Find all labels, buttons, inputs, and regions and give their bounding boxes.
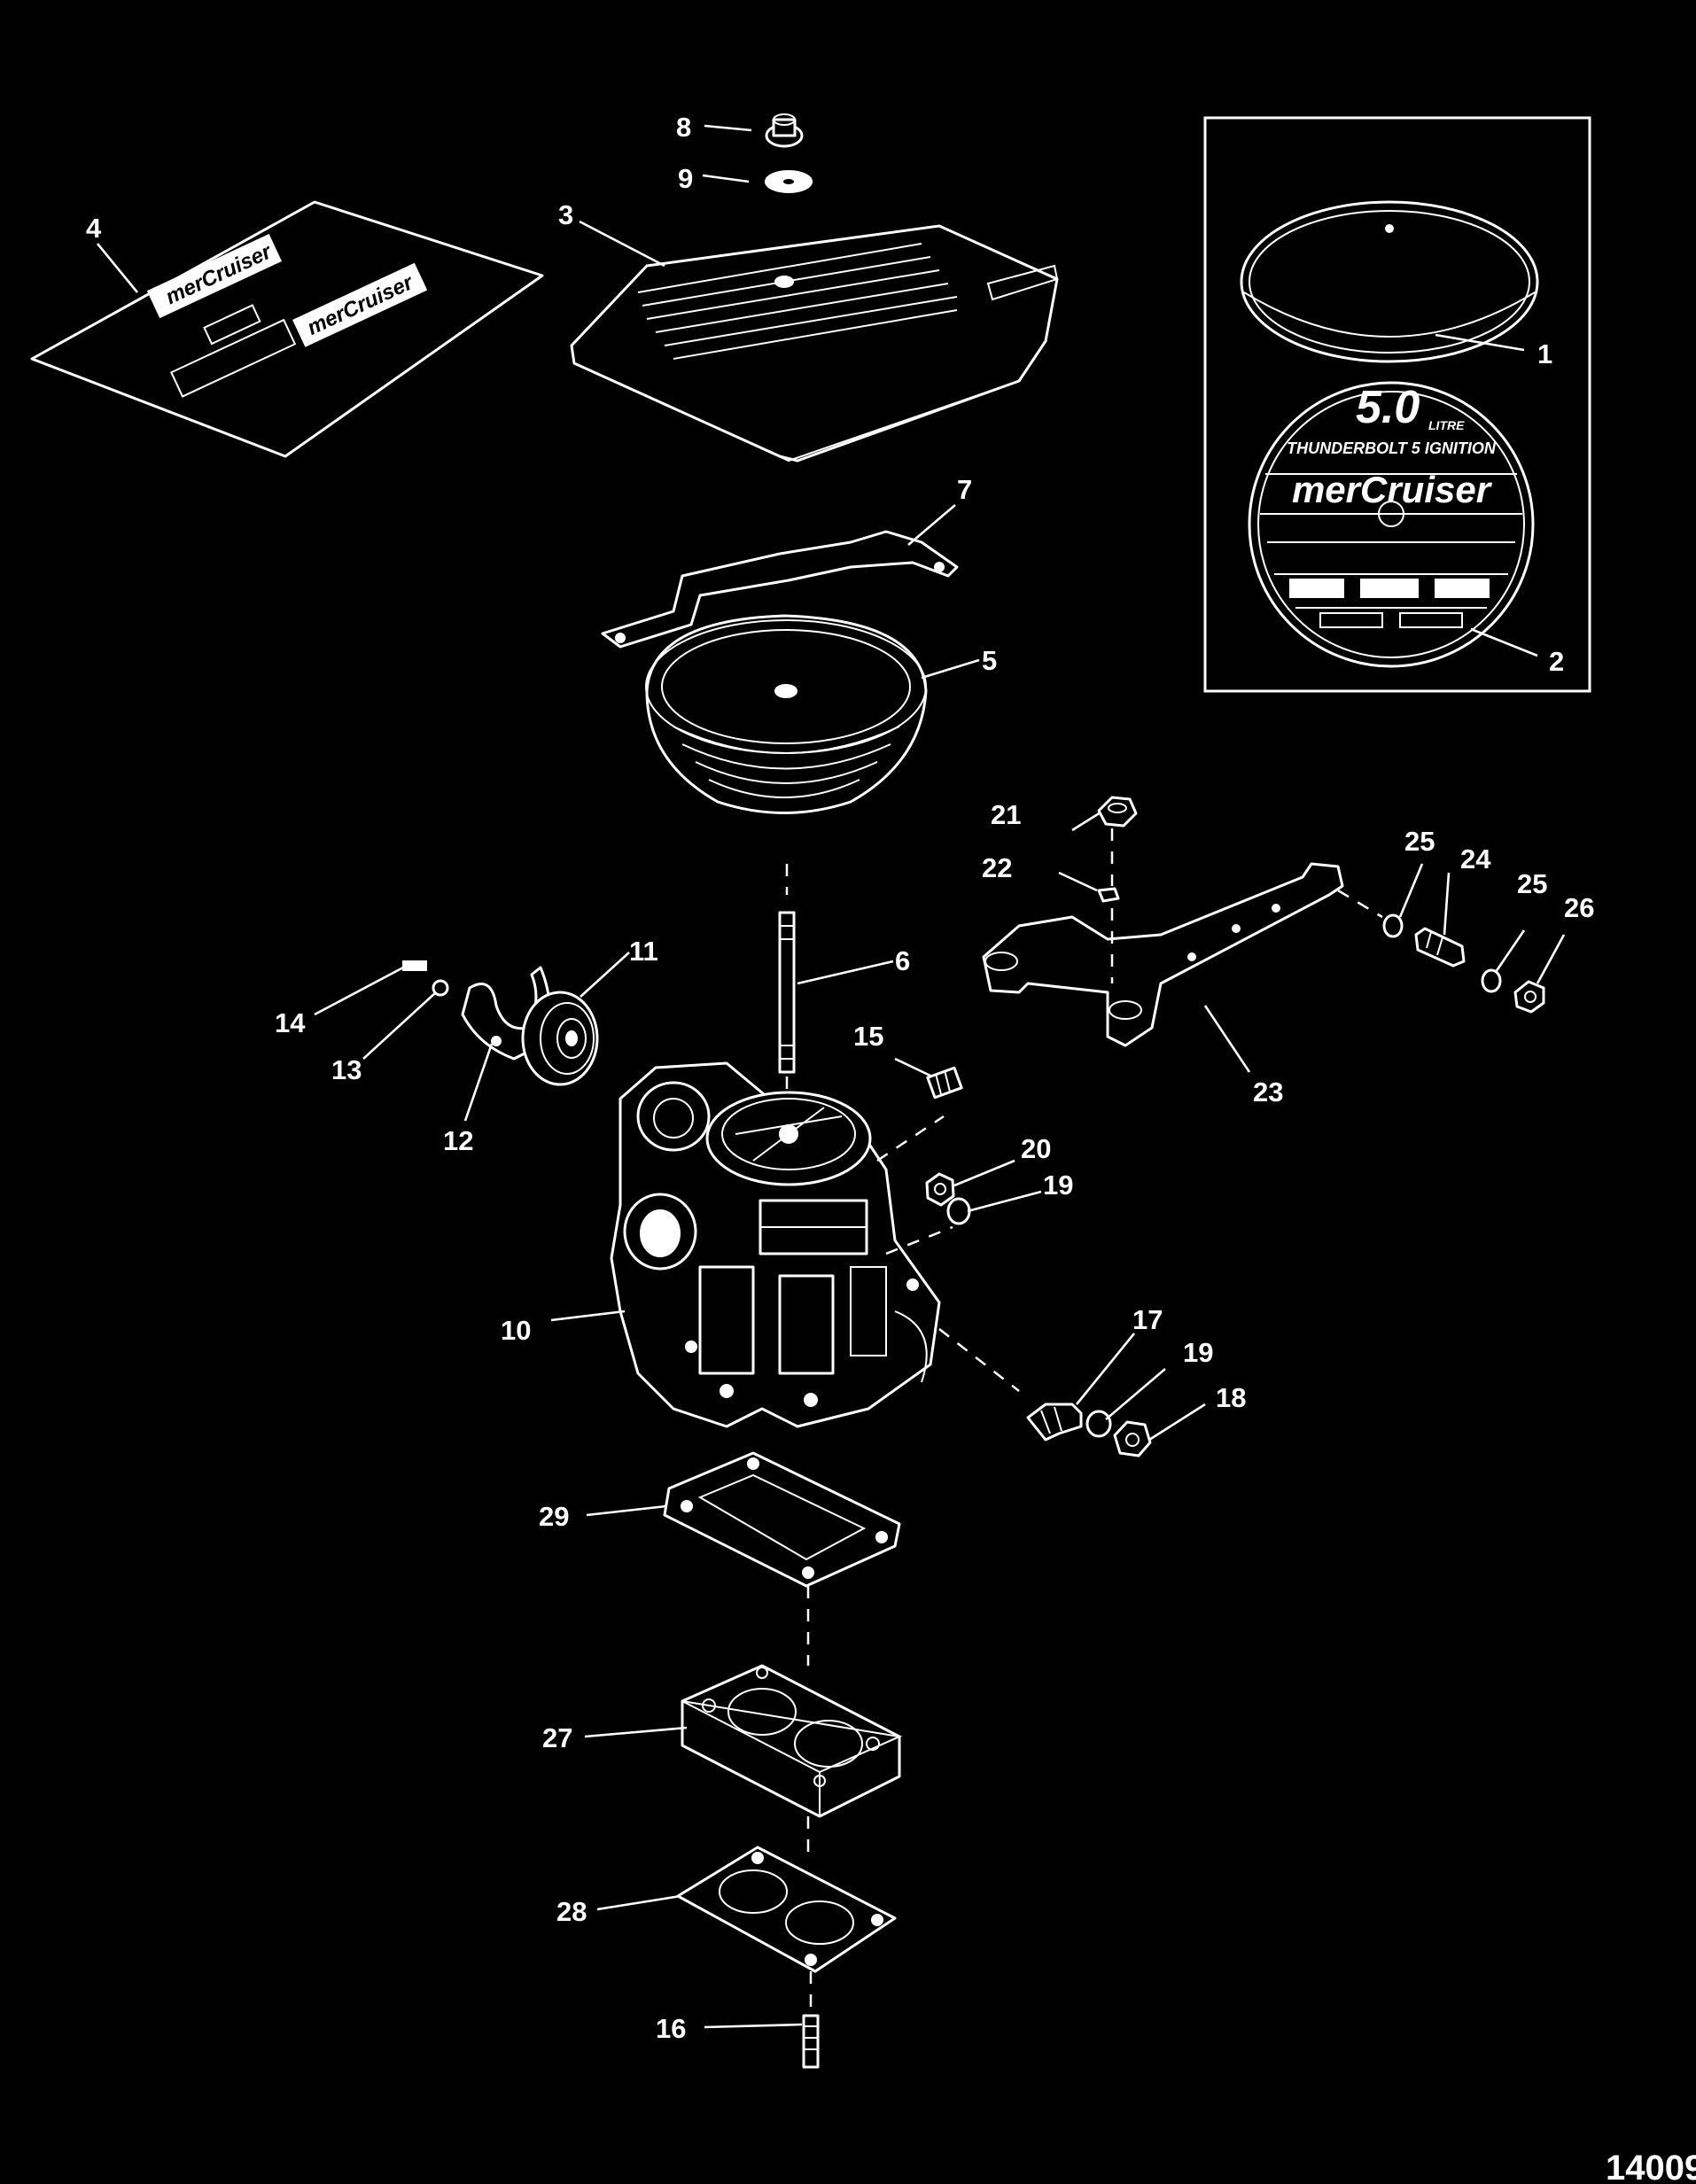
screw-part xyxy=(402,960,427,971)
lock-washer-part xyxy=(432,979,449,997)
callout-4: 4 xyxy=(86,213,102,244)
callout-18: 18 xyxy=(1216,1382,1246,1413)
callout-19-upper: 19 xyxy=(1043,1170,1073,1201)
callout-26: 26 xyxy=(1564,892,1594,923)
callout-7: 7 xyxy=(957,474,972,505)
wing-nut-part xyxy=(765,113,804,148)
callout-12: 12 xyxy=(443,1125,473,1156)
figure-number: 14009 xyxy=(1606,2149,1696,2184)
stud-part xyxy=(778,864,796,1116)
callout-16: 16 xyxy=(656,2013,686,2044)
stud-16-part xyxy=(802,2014,820,2069)
decal-brand-text: merCruiser xyxy=(1292,469,1493,510)
callout-11: 11 xyxy=(629,936,658,967)
decal-ignition-text: THUNDERBOLT 5 IGNITION xyxy=(1287,439,1497,457)
callout-17: 17 xyxy=(1132,1304,1163,1335)
callout-10: 10 xyxy=(501,1315,531,1346)
inset-panel: 5.0 LITRE THUNDERBOLT 5 IGNITION merCrui… xyxy=(1203,116,1591,693)
decal-engine-unit: LITRE xyxy=(1428,418,1465,432)
callout-20: 20 xyxy=(1021,1133,1051,1164)
callout-6: 6 xyxy=(895,945,910,976)
callout-24: 24 xyxy=(1460,843,1491,874)
callout-15: 15 xyxy=(853,1021,883,1052)
callout-22: 22 xyxy=(982,852,1012,883)
nut-20-part xyxy=(925,1172,955,1207)
callout-1: 1 xyxy=(1537,338,1552,369)
nut-21-part xyxy=(1097,796,1138,828)
washer-25-right-part xyxy=(1481,968,1502,993)
washer-25-left-part xyxy=(1382,913,1404,938)
washer-part xyxy=(765,170,813,193)
callout-28: 28 xyxy=(556,1896,587,1927)
flame-arrestor-cover-part xyxy=(570,224,1059,462)
bracket-part xyxy=(601,530,959,649)
leader-1 xyxy=(1435,333,1525,352)
nut-26-part xyxy=(1513,980,1545,1014)
callout-27: 27 xyxy=(542,1722,572,1753)
gasket-29-part xyxy=(663,1451,901,1666)
callout-14: 14 xyxy=(275,1007,306,1038)
air-cleaner-cover-part xyxy=(1240,200,1539,363)
spacer-27-part xyxy=(681,1664,903,1861)
fitting-17-part xyxy=(1026,1403,1083,1442)
decal-sheet-part: merCruiser merCruiser xyxy=(30,200,544,458)
carburetor-part xyxy=(610,1061,1020,1428)
gasket-28-part xyxy=(676,1846,897,2011)
leader-lines xyxy=(96,124,1566,2029)
throttle-bracket-part xyxy=(982,828,1383,1047)
air-cleaner-decal-part: 5.0 LITRE THUNDERBOLT 5 IGNITION merCrui… xyxy=(1248,381,1535,668)
decal-engine-size: 5.0 xyxy=(1356,382,1420,433)
callout-8: 8 xyxy=(676,112,691,143)
choke-diaphragm-part xyxy=(521,991,599,1086)
plug-part xyxy=(926,1066,963,1100)
callout-23: 23 xyxy=(1253,1076,1283,1108)
callout-5: 5 xyxy=(982,645,997,676)
callout-29: 29 xyxy=(539,1501,569,1532)
washer-19-lower-part xyxy=(1085,1410,1112,1438)
leader-2 xyxy=(1470,627,1538,657)
washer-19-upper-part xyxy=(946,1197,971,1225)
callout-13: 13 xyxy=(331,1054,362,1085)
flame-arrestor-part xyxy=(645,614,928,814)
callout-25-left: 25 xyxy=(1404,826,1435,857)
nut-18-part xyxy=(1113,1420,1152,1457)
callout-3: 3 xyxy=(558,199,573,230)
callout-2: 2 xyxy=(1549,646,1564,677)
callout-9: 9 xyxy=(678,163,693,194)
callout-labels: 1 2 3 4 5 6 7 8 9 10 11 12 13 14 15 16 1… xyxy=(86,112,1594,2044)
stud-24-part xyxy=(1414,927,1466,968)
callout-21: 21 xyxy=(991,799,1021,830)
washer-22-part xyxy=(1097,887,1120,903)
callout-19-lower: 19 xyxy=(1183,1337,1213,1368)
callout-25-right: 25 xyxy=(1517,868,1547,899)
